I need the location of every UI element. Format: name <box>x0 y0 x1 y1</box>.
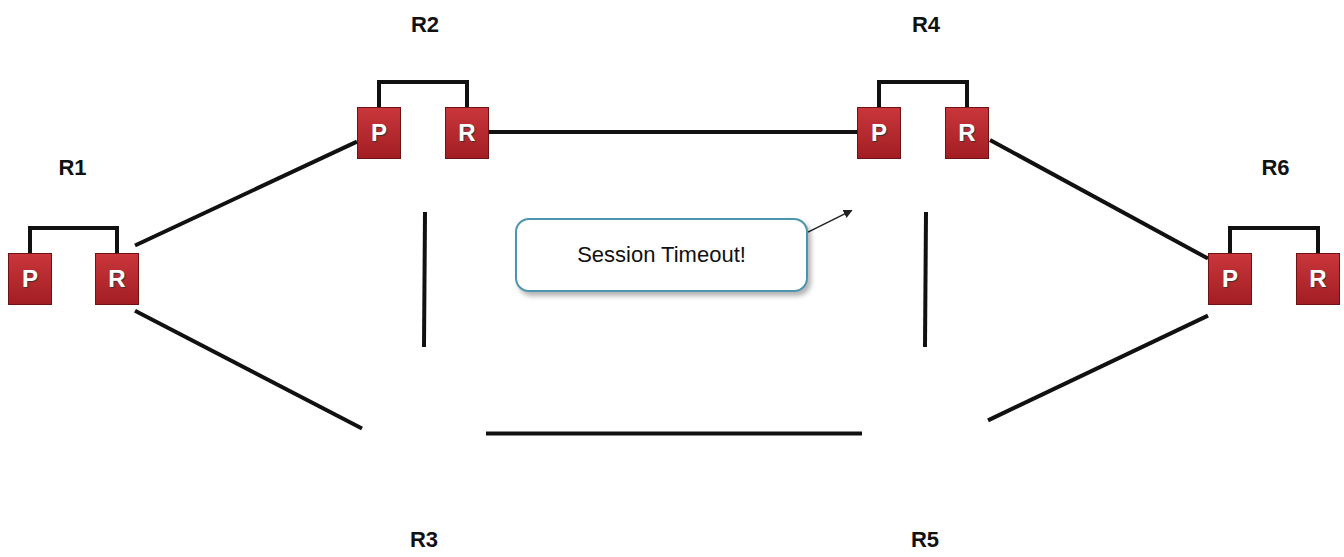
router-top-rim <box>1217 201 1334 209</box>
port-box: P <box>357 107 401 159</box>
network-link <box>135 311 362 429</box>
port-box: R <box>1296 253 1340 305</box>
network-link <box>988 316 1208 421</box>
router-ribs <box>362 350 486 510</box>
port-letter: R <box>458 119 475 147</box>
port-box: P <box>8 253 52 305</box>
port-letter: P <box>371 119 387 147</box>
router-chassis <box>862 55 990 212</box>
label-holder: R6 <box>1193 155 1344 181</box>
port-letter: P <box>871 119 887 147</box>
port-bracket <box>879 82 967 107</box>
router: R3 <box>362 347 486 510</box>
network-link <box>488 130 862 134</box>
label-holder: R1 <box>0 155 155 181</box>
port-letter: P <box>22 265 38 293</box>
port-bracket <box>379 82 467 107</box>
router-name: R6 <box>1261 155 1289 180</box>
label-holder: R5 <box>842 527 1008 553</box>
router-name: R2 <box>411 12 439 37</box>
router-chassis <box>362 350 486 510</box>
router-name: R1 <box>58 155 86 180</box>
router-ribs <box>362 55 488 212</box>
port-letter: R <box>1309 265 1326 293</box>
port-box: P <box>857 107 901 159</box>
router: R5 <box>862 347 988 510</box>
router-name: R4 <box>912 12 940 37</box>
network-link <box>990 140 1208 259</box>
router-ribs <box>1213 198 1338 358</box>
port-box: R <box>945 107 989 159</box>
port-bracket <box>30 228 117 253</box>
router-name: R3 <box>410 527 438 552</box>
router-name: R5 <box>911 527 939 552</box>
network-link <box>486 431 862 435</box>
router-top-rim <box>866 353 984 361</box>
router-body <box>862 347 988 510</box>
router-chassis <box>362 55 488 212</box>
router: R6PR <box>1213 195 1338 358</box>
router-body <box>362 347 486 510</box>
router: R1PR <box>10 195 135 358</box>
network-link <box>135 142 357 246</box>
port-box: P <box>1208 253 1252 305</box>
port-box: R <box>95 253 139 305</box>
router-chassis <box>10 198 135 358</box>
port-letter: R <box>108 265 125 293</box>
router-ribs <box>862 55 990 212</box>
router-ribs <box>862 350 988 510</box>
router-chassis <box>1213 198 1338 358</box>
router-top-rim <box>366 58 484 66</box>
port-bracket <box>1230 228 1318 253</box>
label-holder: R4 <box>842 12 1010 38</box>
router-top-rim <box>366 353 482 361</box>
router: R4PR <box>862 52 990 212</box>
network-link <box>424 212 425 347</box>
router-chassis <box>862 350 988 510</box>
callout-box: Session Timeout! <box>515 218 808 292</box>
router-top-rim <box>14 201 131 209</box>
router-top-rim <box>866 58 986 66</box>
callout-arrow <box>808 210 852 232</box>
port-letter: P <box>1222 265 1238 293</box>
port-box: R <box>445 107 489 159</box>
label-holder: R2 <box>342 12 508 38</box>
router-ribs <box>10 198 135 358</box>
router: R2PR <box>362 52 488 212</box>
label-holder: R3 <box>342 527 506 553</box>
network-link <box>925 212 926 347</box>
port-letter: R <box>958 119 975 147</box>
callout-text: Session Timeout! <box>577 242 746 268</box>
